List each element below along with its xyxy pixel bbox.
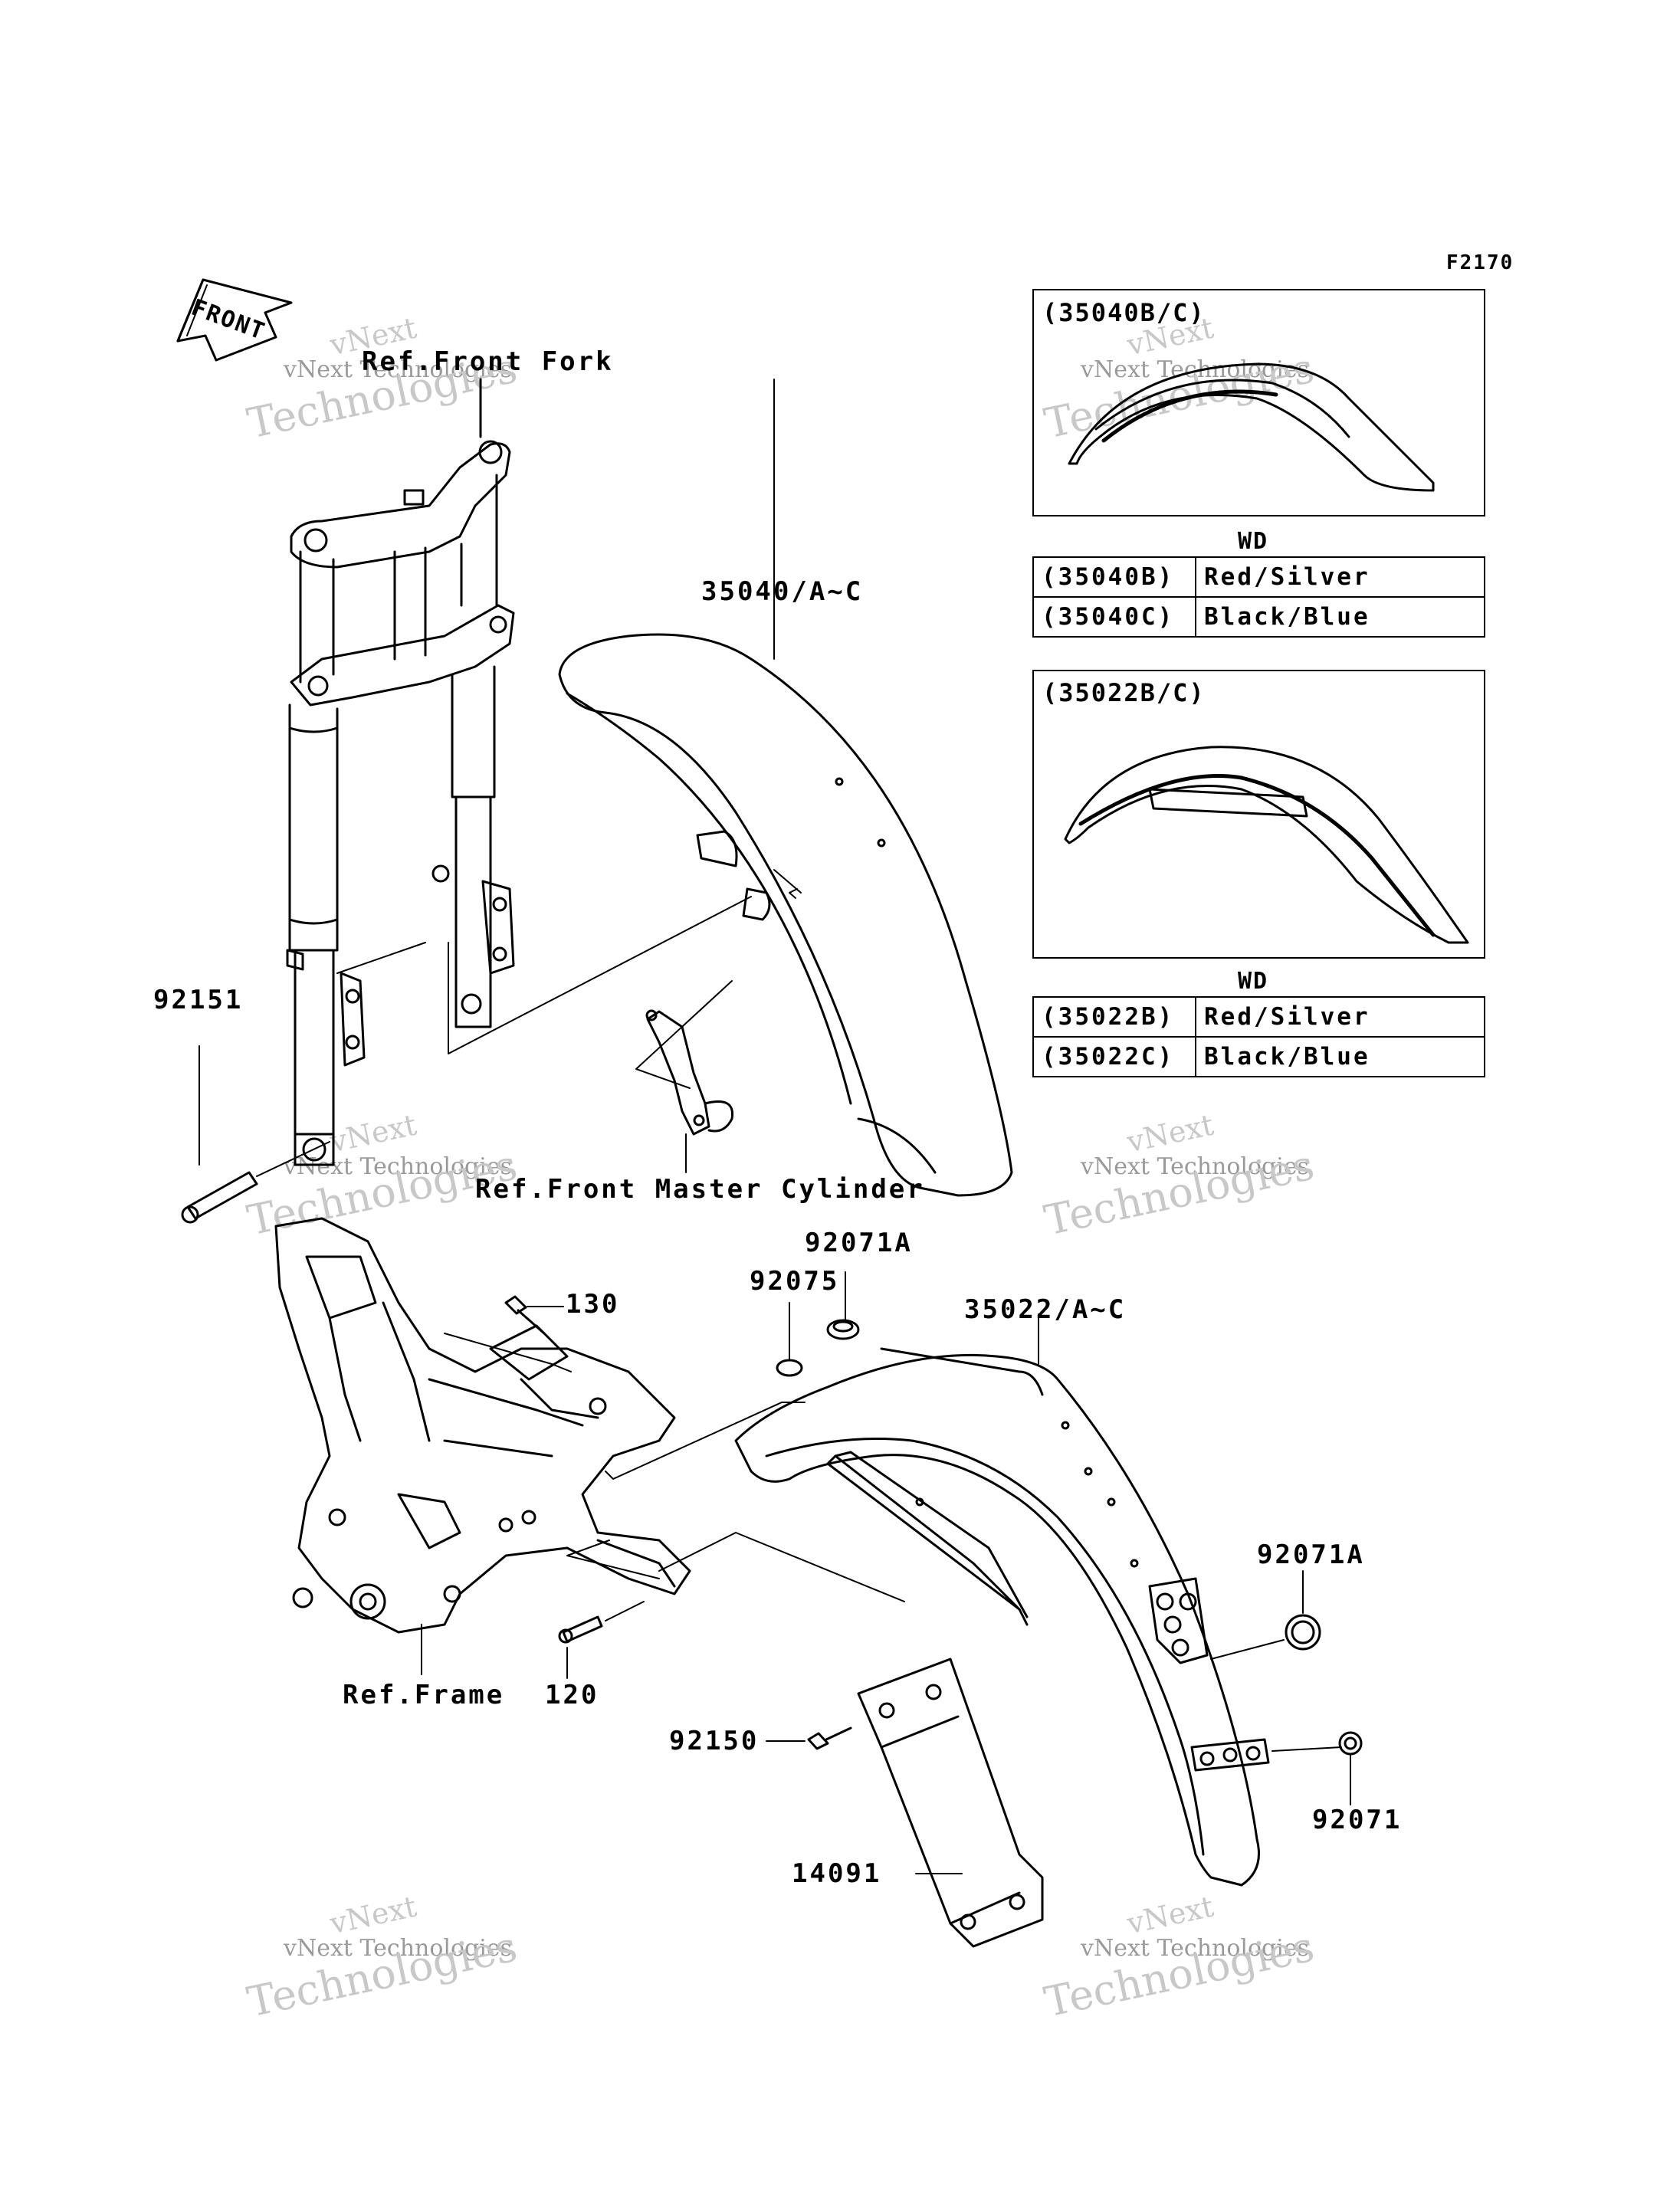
part-label-35022: 35022/A~C bbox=[964, 1294, 1127, 1325]
part-label-92075: 92075 bbox=[750, 1266, 840, 1297]
rear-fender-wd-label: WD bbox=[1238, 968, 1269, 995]
front-fender-color-table: (35040B) Red/Silver (35040C) Black/Blue bbox=[1032, 556, 1485, 638]
part-label-130: 130 bbox=[566, 1289, 620, 1320]
table-row: (35022C) Black/Blue bbox=[1032, 1036, 1485, 1077]
table-cell-color: Black/Blue bbox=[1195, 1036, 1485, 1077]
part-label-92151: 92151 bbox=[153, 985, 244, 1015]
front-fender-illustration bbox=[558, 633, 1013, 1197]
watermark-text: vNext Technologies bbox=[1081, 356, 1310, 383]
bolt-130-icon bbox=[504, 1295, 546, 1335]
leader-line bbox=[336, 942, 426, 974]
ref-front-master-cylinder-label: Ref.Front Master Cylinder bbox=[475, 1174, 925, 1205]
rear-fender-variant-title: (35022B/C) bbox=[1042, 678, 1206, 707]
brake-line-bracket-illustration bbox=[645, 1009, 734, 1136]
part-label-92071A-top: 92071A bbox=[805, 1228, 913, 1258]
part-label-120: 120 bbox=[545, 1680, 599, 1710]
watermark-text: vNext Technologies bbox=[284, 1153, 513, 1180]
grommet-92071A-icon bbox=[1285, 1614, 1321, 1651]
rear-fender-color-table: (35022B) Red/Silver (35022C) Black/Blue bbox=[1032, 996, 1485, 1077]
front-arrow-icon bbox=[176, 278, 293, 362]
part-label-35040: 35040/A~C bbox=[701, 576, 864, 607]
ref-frame-label: Ref.Frame bbox=[343, 1680, 505, 1710]
rear-fender-wd-illustration bbox=[1064, 746, 1469, 944]
front-fender-wd-illustration bbox=[1068, 362, 1435, 492]
bolt-120-icon bbox=[558, 1615, 603, 1644]
part-label-14091: 14091 bbox=[792, 1858, 882, 1889]
rear-fender-variant-box bbox=[1032, 670, 1485, 959]
bolt-92150-icon bbox=[807, 1726, 852, 1750]
table-cell-code: (35040C) bbox=[1032, 596, 1196, 638]
watermark-text: vNext Technologies bbox=[284, 356, 513, 383]
ref-front-fork-label: Ref.Front Fork bbox=[362, 346, 614, 377]
table-cell-code: (35022C) bbox=[1032, 1036, 1196, 1077]
grommet-92071-icon bbox=[1338, 1731, 1363, 1756]
bolt-92151-icon bbox=[181, 1171, 258, 1224]
watermark-text: vNext Technologies bbox=[284, 1935, 513, 1962]
leader-line bbox=[448, 896, 752, 1054]
mud-flap-14091-illustration bbox=[857, 1658, 1044, 1948]
front-fender-variant-box bbox=[1032, 289, 1485, 516]
figure-code: F2170 bbox=[1446, 251, 1514, 274]
rear-fender-illustration bbox=[734, 1319, 1270, 1887]
watermark-text: vNext Technologies bbox=[1081, 1153, 1310, 1180]
part-label-92071A-side: 92071A bbox=[1257, 1540, 1365, 1570]
table-row: (35022B) Red/Silver bbox=[1032, 996, 1485, 1038]
frame-illustration bbox=[274, 1217, 691, 1634]
watermark-text: vNext Technologies bbox=[1081, 1935, 1310, 1962]
front-fork-illustration bbox=[286, 440, 515, 1166]
part-label-92071: 92071 bbox=[1312, 1805, 1403, 1835]
table-cell-color: Black/Blue bbox=[1195, 596, 1485, 638]
table-cell-color: Red/Silver bbox=[1195, 556, 1485, 598]
part-label-92150: 92150 bbox=[669, 1726, 760, 1756]
table-row: (35040B) Red/Silver bbox=[1032, 556, 1485, 598]
table-cell-code: (35022B) bbox=[1032, 996, 1196, 1038]
front-fender-variant-title: (35040B/C) bbox=[1042, 298, 1206, 327]
table-cell-code: (35040B) bbox=[1032, 556, 1196, 598]
front-fender-wd-label: WD bbox=[1238, 528, 1269, 555]
table-row: (35040C) Black/Blue bbox=[1032, 596, 1485, 638]
table-cell-color: Red/Silver bbox=[1195, 996, 1485, 1038]
